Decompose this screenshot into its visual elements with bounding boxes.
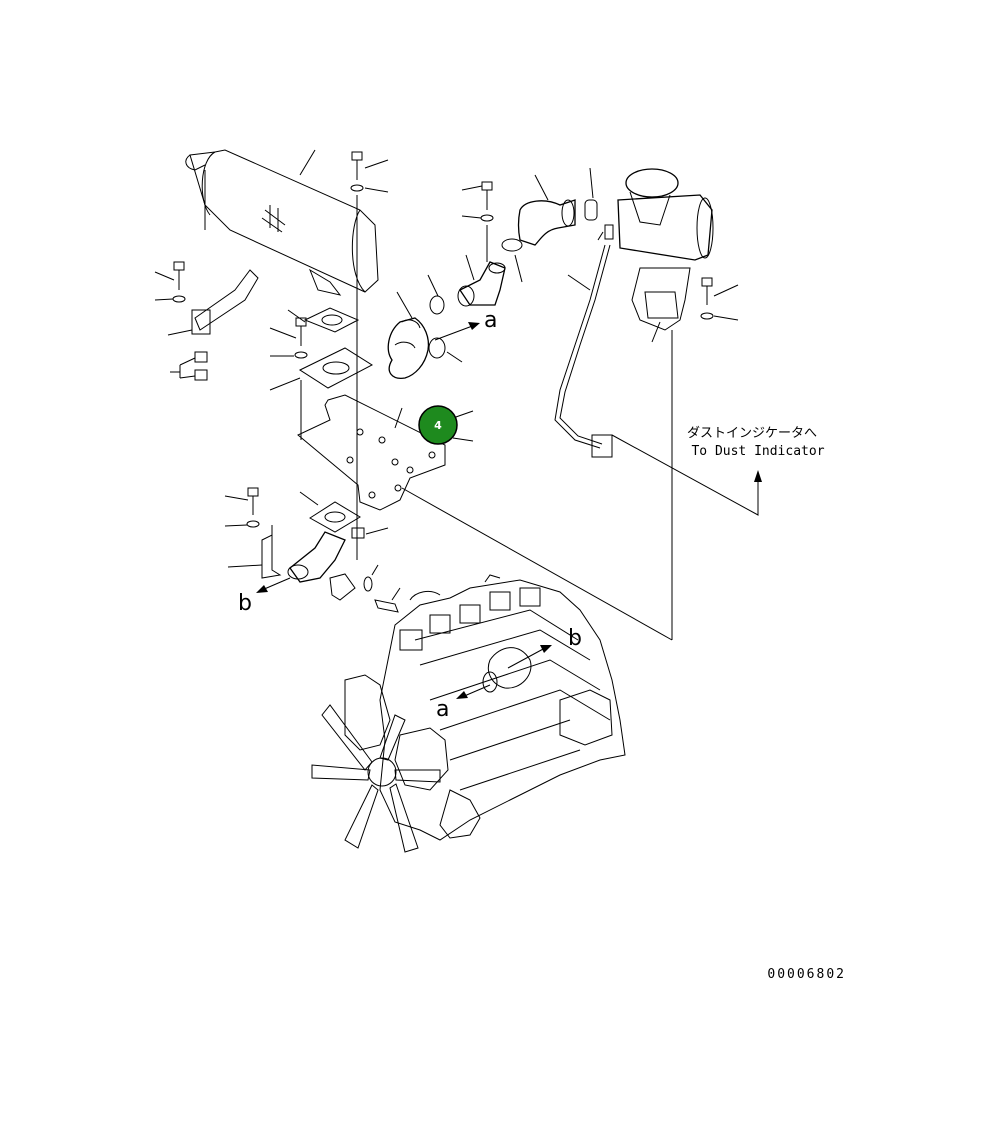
connection-letter: a xyxy=(436,697,449,722)
bolt-icon xyxy=(294,317,308,359)
support-clip[interactable] xyxy=(329,573,373,601)
lower-elbow-pipe[interactable] xyxy=(287,531,346,583)
bolt-icon xyxy=(480,181,494,222)
lower-bracket[interactable] xyxy=(261,534,282,579)
callout-marker[interactable]: 4 xyxy=(418,405,474,445)
air-cleaner-bracket[interactable] xyxy=(631,267,691,331)
intake-hose[interactable] xyxy=(387,317,430,379)
bolt-icon xyxy=(700,277,714,320)
connection-arrow-b xyxy=(256,577,291,593)
muffler[interactable] xyxy=(185,149,379,296)
connection-letter: a xyxy=(484,308,497,333)
drawing-number: 00006802 xyxy=(767,967,846,982)
lower-gasket[interactable] xyxy=(309,501,361,533)
connection-letter: b xyxy=(238,591,252,616)
nut-icon xyxy=(351,527,365,539)
callout-number: 4 xyxy=(434,419,442,432)
connection-arrow-a xyxy=(434,322,480,341)
hose-clamp[interactable] xyxy=(501,238,523,252)
dust-indicator-tube[interactable] xyxy=(554,244,613,458)
mounting-plate[interactable] xyxy=(297,394,446,511)
bolt-icon xyxy=(374,599,399,613)
connection-arrow-a xyxy=(456,684,491,699)
hose-clamp[interactable] xyxy=(584,199,598,221)
connection-arrow-b xyxy=(507,645,552,669)
muffler-bracket[interactable] xyxy=(191,269,259,335)
gasket[interactable] xyxy=(303,307,360,333)
connection-letter: b xyxy=(568,626,582,651)
elbow-pipe[interactable] xyxy=(457,261,506,307)
intake-hose-upper[interactable] xyxy=(517,199,576,246)
callout-circle[interactable] xyxy=(418,405,458,445)
air-cleaner[interactable] xyxy=(604,168,714,261)
dust-indicator-en-label: To Dust Indicator xyxy=(691,444,824,459)
bolt-icon xyxy=(246,487,260,528)
dust-indicator-jp-label: ダストインジケータへ xyxy=(687,426,817,441)
hose-clamp[interactable] xyxy=(428,295,446,359)
bolt-icon xyxy=(350,151,364,192)
flange-plate[interactable] xyxy=(298,347,374,389)
cooling-fan[interactable] xyxy=(311,704,441,853)
engine-assembly[interactable] xyxy=(344,574,626,841)
bolt-icon xyxy=(172,261,208,381)
